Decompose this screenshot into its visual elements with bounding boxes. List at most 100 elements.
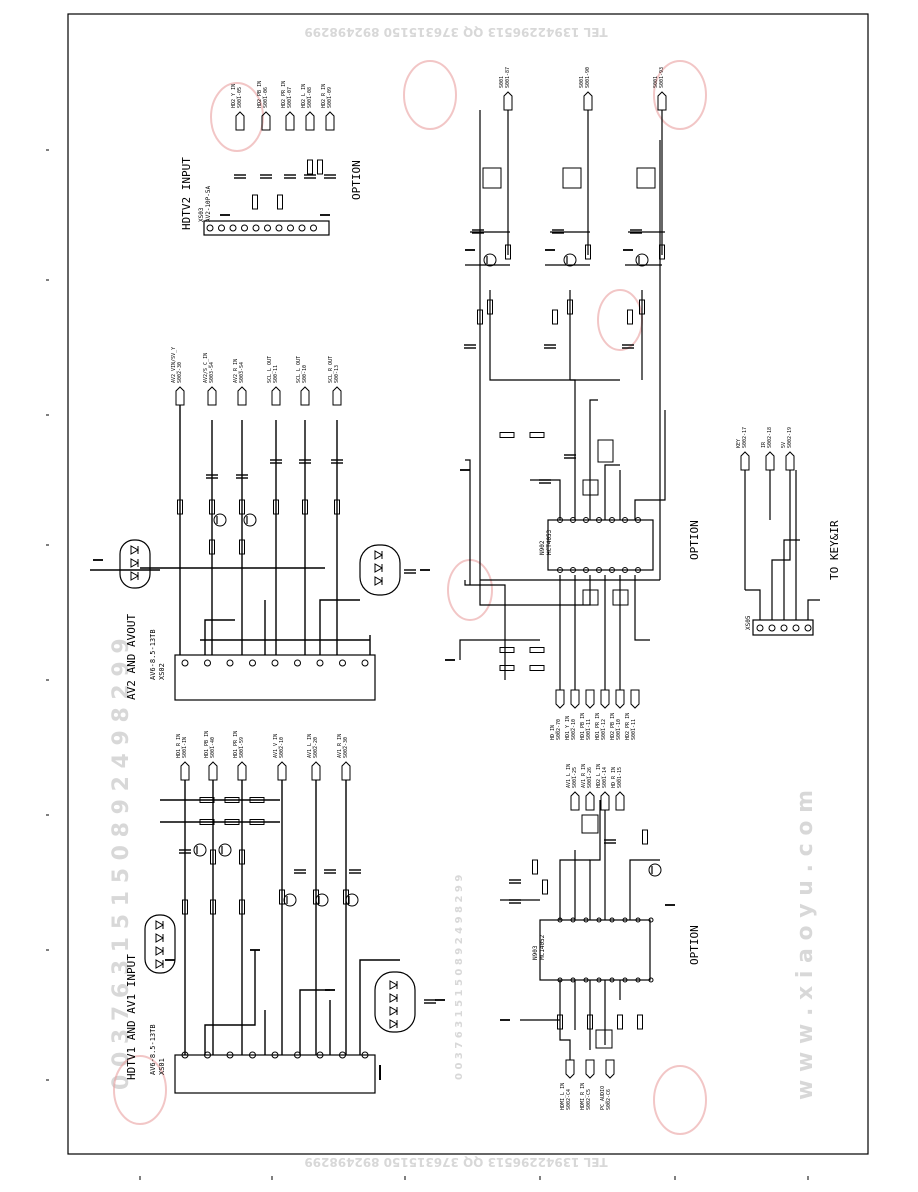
switch-mux-b — [612, 589, 629, 606]
resistor — [637, 1014, 643, 1030]
xs01-pins — [181, 1051, 369, 1059]
xs02-pin — [339, 659, 346, 667]
transistor — [193, 843, 207, 857]
resistor — [239, 899, 245, 915]
net-label-hdtv1: HD1_R INS001-IN — [176, 734, 188, 758]
buffer-components — [464, 229, 665, 349]
transistor — [563, 253, 577, 267]
title-hdtv2: HDTV2 INPUT — [180, 157, 193, 230]
net-label-switch-out-flag — [583, 91, 593, 111]
switch-components — [445, 432, 576, 671]
n903-top-pin — [635, 917, 641, 923]
net-label-switch-in-flag — [570, 689, 580, 709]
d2-diode — [389, 980, 399, 990]
resistor — [177, 499, 183, 515]
resistor — [567, 299, 573, 315]
resistor — [199, 819, 215, 825]
d4-diode — [374, 576, 384, 586]
resistor — [639, 299, 645, 315]
xs02-pin — [316, 659, 324, 667]
title-hdtv1-av1: HDTV1 AND AV1 INPUT — [125, 954, 138, 1080]
sheet-border — [67, 13, 869, 1155]
n902-bot-pin — [622, 567, 628, 573]
net-label-hdtv2: HD2_Y INS001-05 — [231, 84, 243, 108]
net-label-audio-out-flag — [600, 791, 610, 811]
xs05-pin — [792, 624, 800, 632]
diode-array-4-diodes — [374, 550, 384, 586]
xs02-pin — [361, 659, 369, 667]
xs01-pin — [249, 1051, 256, 1059]
d2-diode — [389, 993, 399, 1003]
net-label-audio-out-flag — [570, 791, 580, 811]
transistor — [635, 253, 649, 267]
net-label-hdtv1-flag — [180, 761, 190, 781]
resistor — [224, 819, 240, 825]
d1-diode — [155, 920, 165, 930]
xs05-pin — [780, 624, 788, 632]
n903-top-pin — [596, 917, 602, 923]
net-label-av2-flag — [175, 386, 185, 406]
resistor — [532, 859, 538, 875]
resistor — [302, 499, 308, 515]
net-label-hdtv1: AV1_L INS002-20 — [307, 734, 319, 758]
resistor — [587, 1014, 593, 1030]
net-label-hdtv2: HD2_L INS001-08 — [301, 84, 313, 108]
diode-array-4 — [359, 544, 401, 596]
resistor — [557, 1014, 563, 1030]
audio-ic-a — [581, 814, 599, 834]
n902-bot-pin — [583, 567, 589, 573]
xs03-pin — [287, 224, 294, 232]
net-label-av2-flag — [207, 386, 217, 406]
n903-top-pin — [622, 917, 628, 923]
option-label-top: OPTION — [350, 160, 363, 200]
net-label-switch-in: HD2_PR INS001-11 — [625, 713, 637, 740]
transistor — [283, 893, 297, 907]
xs03-pin — [298, 224, 306, 232]
net-label-key-ir-flag — [740, 451, 750, 471]
transistor — [218, 843, 232, 857]
xs03-pin — [206, 224, 214, 232]
net-label-audio-in-flag — [565, 1059, 575, 1079]
net-label-av2-flag — [332, 386, 342, 406]
av2-components — [93, 459, 430, 574]
diode-array-2 — [374, 971, 416, 1033]
xs01-pin — [361, 1051, 369, 1059]
net-label-key-ir: 5VS002-19 — [781, 427, 793, 448]
net-label-audio-in: PC_AUDIOS002-C6 — [600, 1086, 612, 1110]
d3-diode — [130, 545, 140, 555]
n902-bot-pin — [596, 567, 602, 573]
buffer-ic-3 — [636, 167, 656, 189]
grid-ticks — [46, 149, 809, 1180]
xs01-ref: XS01 — [158, 1058, 166, 1075]
transistor — [213, 513, 227, 527]
net-label-audio-in-flag — [605, 1059, 615, 1079]
xs01-pin — [226, 1051, 234, 1059]
resistor — [585, 244, 591, 260]
net-label-switch-in: HD_INS002-70 — [550, 719, 562, 740]
xs01-pin — [271, 1051, 279, 1059]
resistor — [627, 309, 633, 325]
net-label-av2: SCL_R OUTS00-13 — [328, 356, 340, 383]
n902-top-pin — [609, 517, 615, 523]
n903-top-pin — [583, 917, 589, 923]
av2-traces — [90, 405, 360, 655]
xs02-pin — [294, 659, 301, 667]
net-label-av2-flag — [271, 386, 281, 406]
net-label-hdtv1-flag — [237, 761, 247, 781]
resistor — [505, 244, 511, 260]
n903-bot-pin — [648, 977, 654, 983]
audio-traces — [500, 800, 660, 1060]
n902-top-pin — [583, 517, 589, 523]
net-label-switch-out: S001S001-87 — [499, 67, 511, 88]
net-label-av2-flag — [300, 386, 310, 406]
connector-xs05 — [752, 619, 814, 636]
xs02-pin — [204, 659, 211, 667]
